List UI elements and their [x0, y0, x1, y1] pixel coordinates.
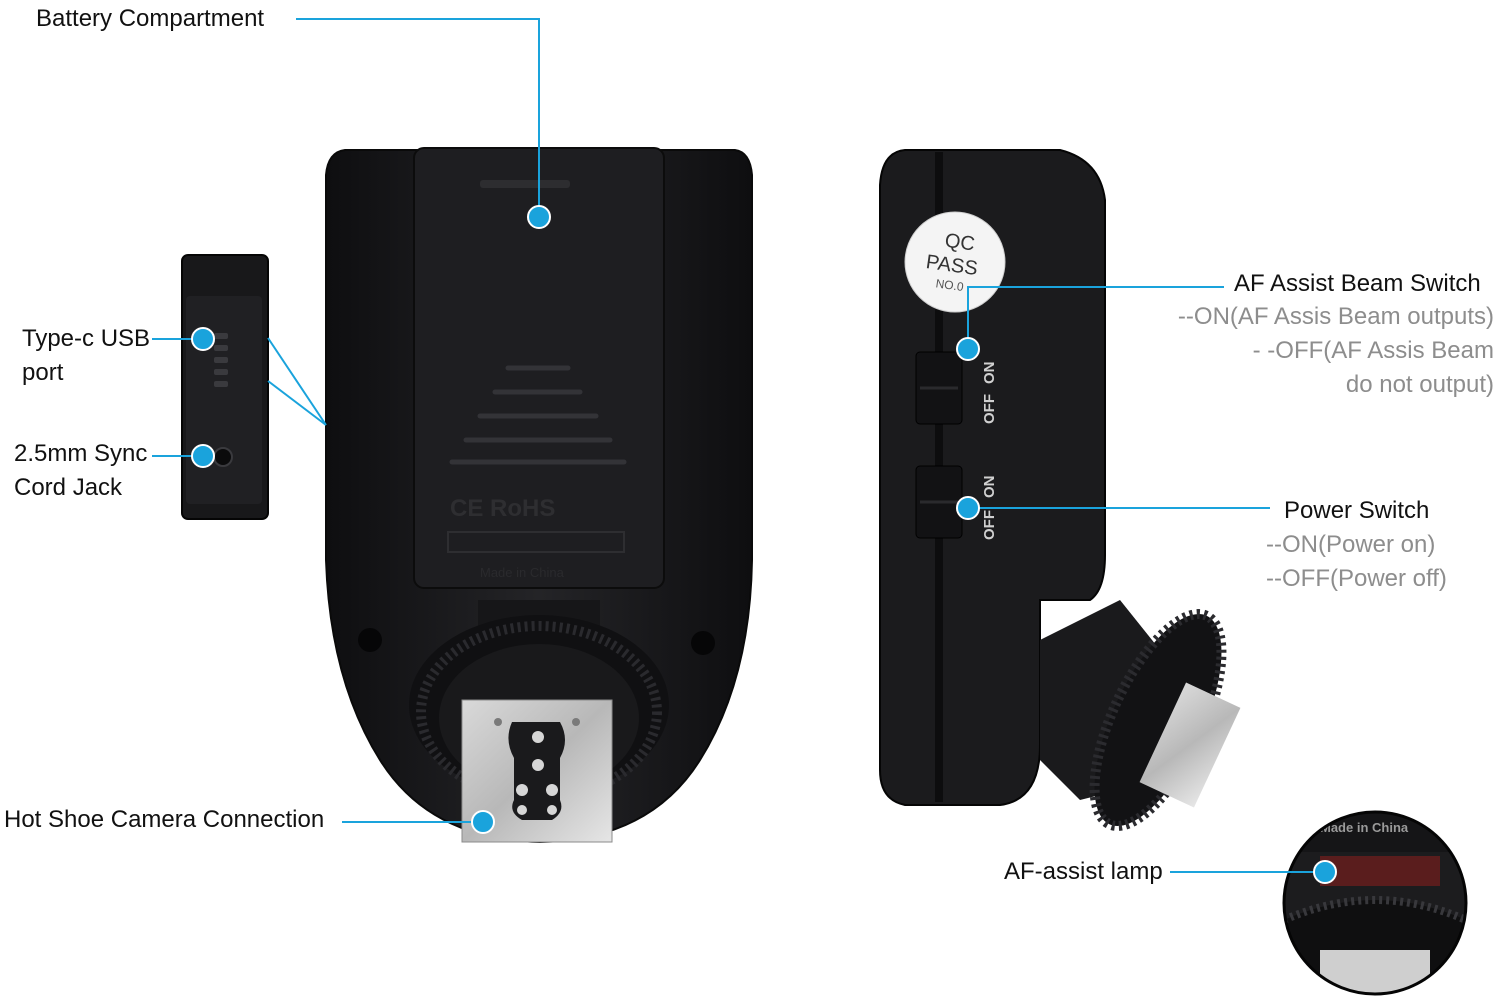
svg-text:OFF: OFF	[981, 394, 998, 424]
hotshoe-label: Hot Shoe Camera Connection	[4, 806, 325, 833]
sync-label-line1: 2.5mm Sync	[14, 440, 148, 467]
callout-dots	[191, 205, 1337, 884]
made-in-mark: Made in China	[480, 565, 565, 580]
af-lamp-dot	[1313, 860, 1337, 884]
svg-text:NO.0: NO.0	[935, 276, 965, 294]
svg-text:ON: ON	[981, 362, 998, 385]
sync-label-line2: Cord Jack	[14, 474, 123, 501]
transmitter-side-view: QC PASS NO.0 ON OFF ON OFF	[879, 149, 1241, 831]
af-lamp-label: AF-assist lamp	[1004, 858, 1163, 885]
power-off-desc: --OFF(Power off)	[1266, 565, 1447, 592]
af-lamp-zoom-inset: Made in China	[1282, 810, 1468, 996]
sync-dot	[191, 444, 215, 468]
af-switch-title: AF Assist Beam Switch	[1234, 270, 1481, 297]
battery-dot	[527, 205, 551, 229]
power-dot	[956, 496, 980, 520]
usb-label-line1: Type-c USB	[22, 325, 151, 352]
af-switch-leader	[967, 286, 1224, 348]
usb-label-line2: port	[22, 359, 64, 386]
svg-text:ON: ON	[981, 476, 998, 499]
battery-leader	[296, 18, 540, 215]
port-panel	[181, 254, 327, 520]
power-switch-title: Power Switch	[1284, 497, 1430, 524]
svg-text:QC: QC	[943, 230, 976, 256]
certification-mark: CE RoHS	[450, 495, 555, 522]
hotshoe-dot	[471, 810, 495, 834]
af-switch-off-desc1: - -OFF(AF Assis Beam	[1252, 337, 1494, 364]
callout-lines	[152, 18, 1325, 873]
svg-text:Made in China: Made in China	[1320, 820, 1409, 835]
battery-label: Battery Compartment	[36, 5, 265, 32]
transmitter-back-view: CE RoHS Made in China	[325, 147, 753, 844]
af-switch-off-desc2: do not output)	[1345, 371, 1494, 398]
svg-text:OFF: OFF	[981, 510, 998, 540]
power-on-desc: --ON(Power on)	[1266, 531, 1436, 558]
usb-dot	[191, 327, 215, 351]
af-switch-dot	[956, 337, 980, 361]
af-switch-on-desc: --ON(AF Assis Beam outputs)	[1177, 303, 1494, 330]
